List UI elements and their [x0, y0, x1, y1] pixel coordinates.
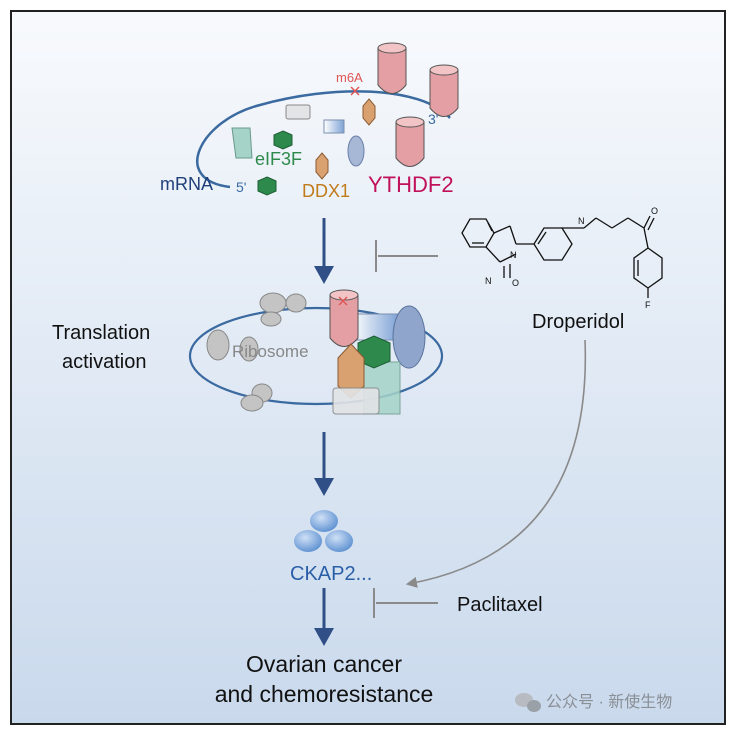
ckap2-blobs: [294, 510, 353, 552]
ribosome-subunit: [239, 336, 259, 362]
ribosome-subunit: [259, 292, 287, 314]
gray-protein: [285, 104, 311, 120]
eif3f-hexagon: [273, 130, 293, 150]
teal-protein: [231, 127, 253, 159]
eif3f-hexagon: [257, 176, 277, 196]
blue-ellipse: [392, 305, 426, 369]
gray-protein: [332, 387, 380, 415]
atom-n2: N: [485, 276, 492, 286]
ribosome-ring: [188, 306, 444, 406]
droperidol-structure: [461, 215, 663, 298]
paclitaxel-label: Paclitaxel: [457, 594, 543, 616]
droperidol-atoms: O N N N O F: [485, 206, 658, 310]
mrna-complex: m6A 3' 5' mRNA eIF3F DDX1 YTHDF2: [160, 42, 459, 201]
three-prime-label: 3': [428, 111, 438, 127]
ckap2-label: CKAP2...: [290, 563, 372, 585]
ribosome-subunit: [260, 311, 282, 327]
ythdf2-label: YTHDF2: [368, 172, 454, 197]
paclitaxel-inhibition: [373, 588, 438, 618]
blue-ellipse: [347, 135, 365, 167]
mrna-label: mRNA: [160, 174, 213, 194]
ddx1-label: DDX1: [302, 181, 350, 201]
ythdf2-cylinder: [329, 289, 359, 347]
atom-n3: N: [578, 216, 585, 226]
ribosome-subunit: [240, 394, 264, 412]
mrna-loop: [196, 90, 451, 189]
arrow-ckap2-to-outcome: [314, 588, 334, 646]
five-prime-label: 5': [236, 179, 246, 195]
blue-protein: [351, 313, 399, 341]
m6a-mark: [338, 296, 348, 306]
eif3f-label: eIF3F: [255, 149, 302, 169]
m6a-mark: [350, 86, 360, 96]
ythdf2-cylinder: [395, 116, 425, 167]
ddx1-diamond: [315, 152, 329, 180]
translation-label-line2: activation: [62, 351, 147, 373]
ribosome-subunit: [206, 329, 230, 361]
watermark: 公众号 · 新使生物: [515, 693, 672, 712]
watermark-text: 公众号 · 新使生物: [546, 693, 672, 711]
atom-o-bottom: O: [512, 278, 519, 288]
ribosome-complex: Ribosome: [188, 289, 444, 415]
droperidol-label: Droperidol: [532, 311, 624, 333]
m6a-label: m6A: [336, 70, 363, 85]
arrow-ribosome-to-ckap2: [314, 432, 334, 496]
droperidol-inhibition: [375, 240, 438, 272]
arrow-mrna-to-ribosome: [314, 218, 334, 284]
eif3f-hexagon: [357, 335, 391, 369]
ythdf2-cylinder: [377, 42, 407, 94]
ddx1-diamond: [362, 98, 376, 126]
wechat-icon: [515, 693, 541, 712]
outcome-line1: Ovarian cancer: [246, 651, 402, 677]
translation-label-line1: Translation: [52, 322, 150, 344]
ythdf2-cylinder: [429, 64, 459, 117]
ribosome-label: Ribosome: [232, 342, 309, 361]
outcome-line2: and chemoresistance: [215, 681, 434, 707]
atom-f: F: [645, 300, 651, 310]
atom-o-top: O: [651, 206, 658, 216]
ribosome-subunit: [285, 293, 307, 313]
atom-n1: N: [510, 250, 517, 260]
droperidol-to-ckap2-arrow: [405, 339, 587, 588]
blue-protein: [323, 119, 345, 134]
